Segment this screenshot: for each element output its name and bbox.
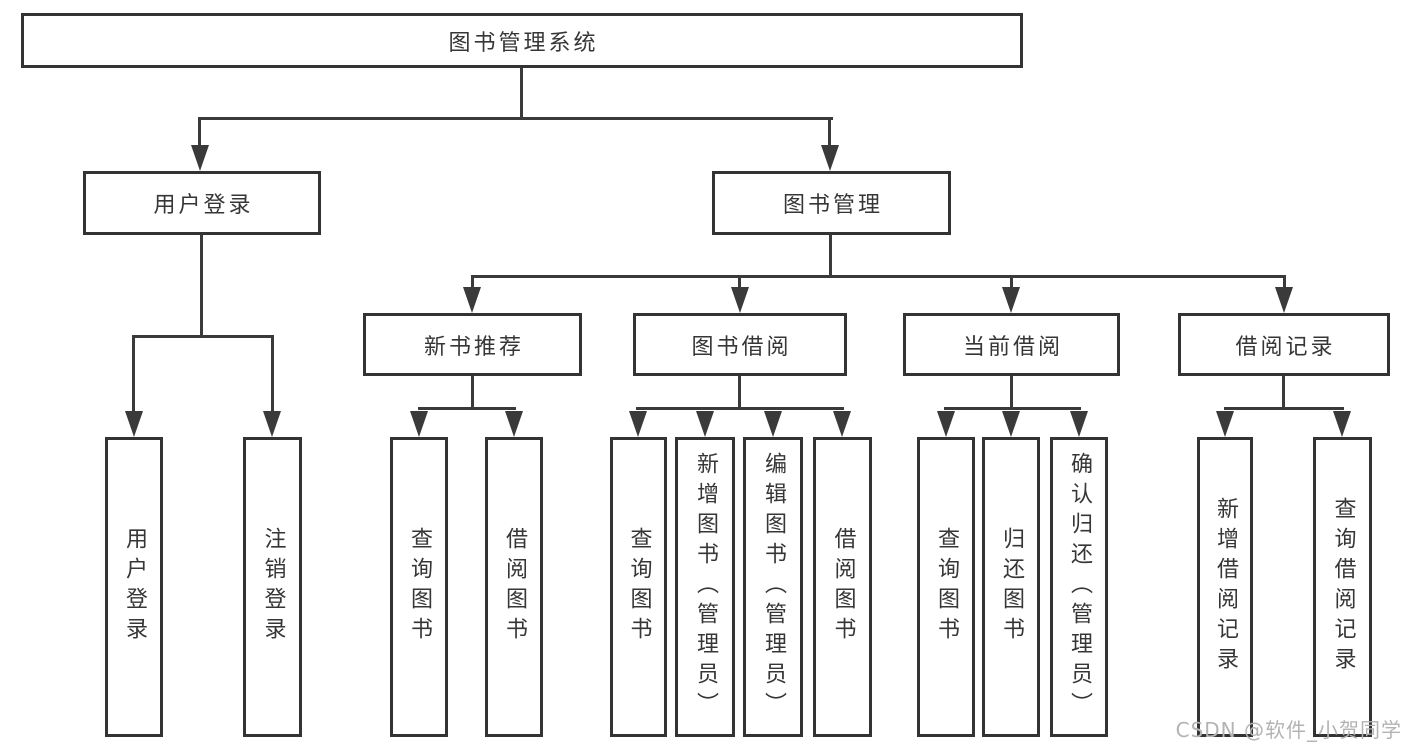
arrow-down-icon <box>821 145 839 171</box>
node-user-login: 用户登录 <box>83 171 321 235</box>
connector-line <box>944 407 1081 410</box>
arrow-down-icon <box>833 411 851 437</box>
leaf-borrow-books-2: 借阅图书 <box>813 437 872 737</box>
arrow-down-icon <box>696 411 714 437</box>
connector-line <box>738 275 741 290</box>
arrow-down-icon <box>463 287 481 313</box>
leaf-logout: 注销登录 <box>243 437 302 737</box>
node-label: 借阅记录 <box>1235 334 1336 360</box>
node-label: 查询图书 <box>626 527 652 647</box>
node-label: 确认归还（管理员） <box>1067 452 1092 722</box>
node-label: 借阅图书 <box>830 527 856 647</box>
node-label: 用户登录 <box>122 527 147 647</box>
arrow-down-icon <box>125 411 143 437</box>
connector-line <box>200 235 203 337</box>
arrow-down-icon <box>1002 411 1020 437</box>
node-label: 新书推荐 <box>423 334 524 360</box>
arrow-down-icon <box>1002 287 1020 313</box>
leaf-confirm-return-admin: 确认归还（管理员） <box>1050 437 1108 737</box>
node-borrowing-records: 借阅记录 <box>1178 313 1390 376</box>
arrow-down-icon <box>1275 287 1293 313</box>
arrow-down-icon <box>629 411 647 437</box>
connector-line <box>471 376 474 409</box>
arrow-down-icon <box>1216 411 1234 437</box>
connector-line <box>132 335 274 338</box>
leaf-query-books-2: 查询图书 <box>610 437 667 737</box>
leaf-edit-books-admin: 编辑图书（管理员） <box>743 437 803 737</box>
node-label: 图书借阅 <box>691 334 792 360</box>
connector-line <box>471 275 474 290</box>
node-label: 当前借阅 <box>962 334 1063 360</box>
connector-line <box>829 235 832 277</box>
connector-line <box>199 117 833 120</box>
arrow-down-icon <box>1070 411 1088 437</box>
arrow-down-icon <box>505 411 523 437</box>
connector-line <box>520 68 523 119</box>
leaf-query-books-3: 查询图书 <box>917 437 975 737</box>
node-label: 图书管理系统 <box>448 30 599 56</box>
node-current-borrowing: 当前借阅 <box>903 313 1120 376</box>
node-label: 新增图书（管理员） <box>693 452 718 722</box>
connector-line <box>636 407 844 410</box>
connector-line <box>828 117 831 148</box>
leaf-add-books-admin: 新增图书（管理员） <box>675 437 735 737</box>
arrow-down-icon <box>937 411 955 437</box>
connector-line <box>198 117 201 148</box>
arrow-down-icon <box>731 287 749 313</box>
connector-line <box>471 275 1285 278</box>
node-label: 查询图书 <box>934 527 959 647</box>
leaf-borrow-books: 借阅图书 <box>485 437 543 737</box>
leaf-query-borrow-record: 查询借阅记录 <box>1313 437 1372 737</box>
node-label: 用户登录 <box>153 193 254 218</box>
connector-line <box>1010 275 1013 290</box>
node-label: 归还图书 <box>999 527 1024 647</box>
connector-line <box>738 376 741 409</box>
node-label: 新增借阅记录 <box>1213 497 1238 677</box>
arrow-down-icon <box>191 145 209 171</box>
connector-line <box>1283 275 1286 290</box>
connector-line <box>1010 376 1013 408</box>
node-label: 查询借阅记录 <box>1330 497 1356 677</box>
connector-line <box>271 335 274 413</box>
arrow-down-icon <box>410 411 428 437</box>
leaf-user-login: 用户登录 <box>105 437 163 737</box>
node-new-book-recommendation: 新书推荐 <box>363 313 582 376</box>
node-book-management: 图书管理 <box>712 171 951 235</box>
arrow-down-icon <box>1333 411 1351 437</box>
node-library-management-system: 图书管理系统 <box>21 13 1023 68</box>
node-label: 注销登录 <box>260 527 286 647</box>
node-label: 图书管理 <box>782 193 883 218</box>
arrow-down-icon <box>764 411 782 437</box>
leaf-query-books: 查询图书 <box>390 437 448 737</box>
connector-line <box>418 407 516 410</box>
node-label: 查询图书 <box>407 527 432 647</box>
leaf-add-borrow-record: 新增借阅记录 <box>1197 437 1253 737</box>
csdn-watermark: CSDN @软件_小贺同学 <box>1175 718 1402 742</box>
arrow-down-icon <box>263 411 281 437</box>
connector-line <box>132 335 135 413</box>
node-label: 编辑图书（管理员） <box>761 452 786 722</box>
connector-line <box>1224 407 1344 410</box>
node-book-borrowing: 图书借阅 <box>633 313 847 376</box>
connector-line <box>1282 376 1285 408</box>
leaf-return-books: 归还图书 <box>982 437 1040 737</box>
node-label: 借阅图书 <box>502 527 527 647</box>
